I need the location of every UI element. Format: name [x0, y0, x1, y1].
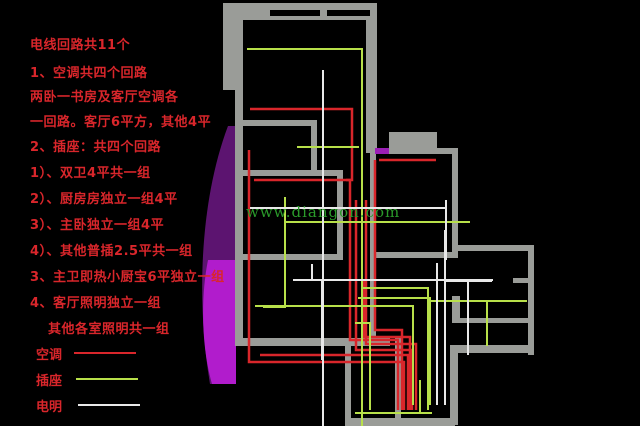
note-title: 电线回路共11个: [30, 38, 131, 53]
legend-socket: 插座: [36, 370, 146, 389]
red-line-icon: [74, 352, 136, 354]
green-line-icon: [76, 378, 138, 380]
purple-lens-shape: [202, 126, 236, 384]
note-living-lighting: 4、客厅照明独立一组: [30, 296, 162, 311]
note-aircon-detail-1: 两卧一书房及客厅空调各: [30, 90, 179, 105]
note-socket-1: 1）、双卫4平共一组: [30, 166, 151, 181]
note-water-heater: 3、主卫即热小厨宝6平独立一组: [30, 270, 225, 285]
legend-lighting-label: 电明: [36, 400, 63, 415]
legend-aircon: 空调: [36, 344, 146, 363]
white-line-icon: [78, 404, 140, 406]
watermark-text: www.diangon.com: [246, 203, 401, 221]
legend-aircon-label: 空调: [36, 348, 63, 363]
walls: [223, 3, 534, 426]
lighting-wires: [250, 70, 493, 426]
legend-socket-label: 插座: [36, 374, 63, 389]
legend-lighting: 电明: [36, 396, 146, 415]
note-socket-3: 3）、主卧独立一组4平: [30, 218, 165, 233]
purple-accent: [375, 148, 389, 154]
note-socket-header: 2、插座：共四个回路: [30, 140, 162, 155]
socket-wires: [247, 48, 527, 426]
wiring-notes: 电线回路共11个 1、空调共四个回路 两卧一书房及客厅空调各 一回路。客厅6平方…: [0, 0, 260, 426]
note-socket-2: 2）、厨房房独立一组4平: [30, 192, 178, 207]
note-aircon-header: 1、空调共四个回路: [30, 66, 148, 81]
note-socket-4: 4）、其他普插2.5平共一组: [30, 244, 193, 259]
note-other-lighting: 其他各室照明共一组: [48, 322, 170, 337]
note-aircon-detail-2: 一回路。客厅6平方，其他4平: [30, 115, 212, 130]
